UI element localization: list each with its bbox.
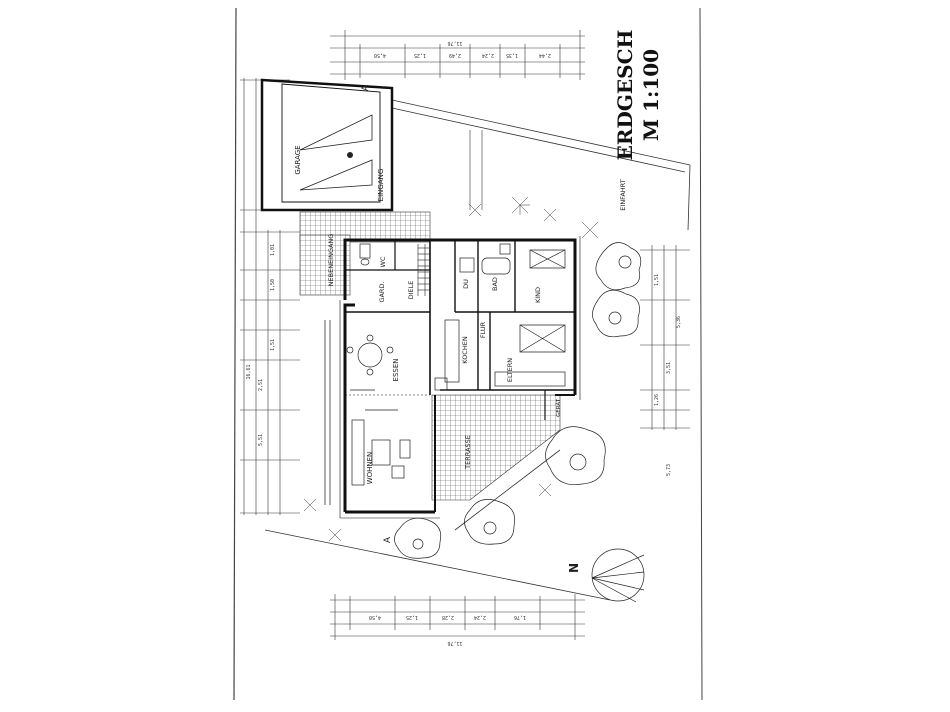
room-label-dusche: DU [462,279,470,289]
left-part-dimension: 1,50 [270,279,276,291]
top-part-dimension: 1,25 [414,52,426,58]
room-label-eingang: EINGANG [377,169,385,202]
top-part-dimension: 1,35 [506,52,518,58]
room-label-essen: ESSEN [392,359,400,382]
room-label-flur: FLUR [479,321,487,338]
terrace-tiles [431,394,561,501]
bottom-part-dimension: 4,50 [369,614,381,620]
section-mark-top: A [361,84,371,91]
bottom-part-dimension: 2,28 [442,614,454,620]
bottom-part-dimension: 2,24 [474,614,486,620]
bottom-part-dimension: 1,76 [514,614,526,620]
dining-table [346,334,394,391]
top-part-dimension: 4,50 [374,52,386,58]
right-part-dimension: 1,51 [654,274,660,286]
room-label-kind: KIND [534,287,542,303]
top-total-dimension: 11,76 [447,40,462,46]
room-label-kochen: KOCHEN [461,336,469,364]
room-label-nebeneingang: NEBENEINGANG [327,234,335,287]
drawing-title: ERDGESCH [613,30,637,161]
room-label-wohnen: WOHNEN [366,452,374,485]
bottom-dimension-chain [330,594,585,640]
room-label-terrasse: TERRASSE [464,435,472,470]
left-part-dimension: 1,01 [270,244,276,256]
right-part-dimension: 5,73 [666,464,672,476]
site-boundary [264,99,691,601]
side-entry-tiles [299,234,351,296]
staircase [417,244,430,296]
right-part-dimension: 1,26 [654,394,660,406]
left-part-dimension: 1,51 [270,339,276,351]
sanitary-fixtures [359,243,511,275]
left-total-dimension: 16,61 [246,364,252,379]
garden-trees [394,242,642,559]
house-walls [339,236,581,519]
room-label-wc: WC [379,256,387,267]
garage [260,78,394,212]
eltern-bed [494,324,566,387]
north-arrow-icon [591,548,645,603]
bottom-total-dimension: 11,76 [447,640,462,646]
kind-bed [529,249,566,269]
living-furniture [351,409,411,486]
left-part-dimension: 2,51 [258,379,264,391]
left-dimension-chain [240,78,300,515]
room-label-bad: BAD [491,277,499,291]
top-part-dimension: 2,24 [482,52,494,58]
right-dimension-chain [469,130,690,430]
label-einfahrt: EINFAHRT [619,179,627,210]
room-label-eltern: ELTERN [506,358,514,382]
room-label-gerat: GERÄT [555,398,562,417]
top-part-dimension: 2,49 [449,52,461,58]
right-part-dimension: 5,36 [676,316,682,328]
room-label-garage: GARAGE [294,145,302,174]
section-mark-bottom: A [383,536,393,543]
shrubs [303,196,599,542]
bottom-part-dimension: 1,25 [406,614,418,620]
top-part-dimension: 2,44 [539,52,551,58]
north-mark: N [567,563,581,573]
room-label-gard: GARD. [378,281,386,302]
left-part-dimension: 5,51 [258,434,264,446]
drawing-scale: M 1:100 [639,49,663,141]
kitchen-counter [434,319,460,391]
top-dimension-chain [330,30,585,80]
room-label-diele: DIELE [407,281,415,300]
sheet-border [233,7,703,701]
right-part-dimension: 3,51 [666,362,672,374]
